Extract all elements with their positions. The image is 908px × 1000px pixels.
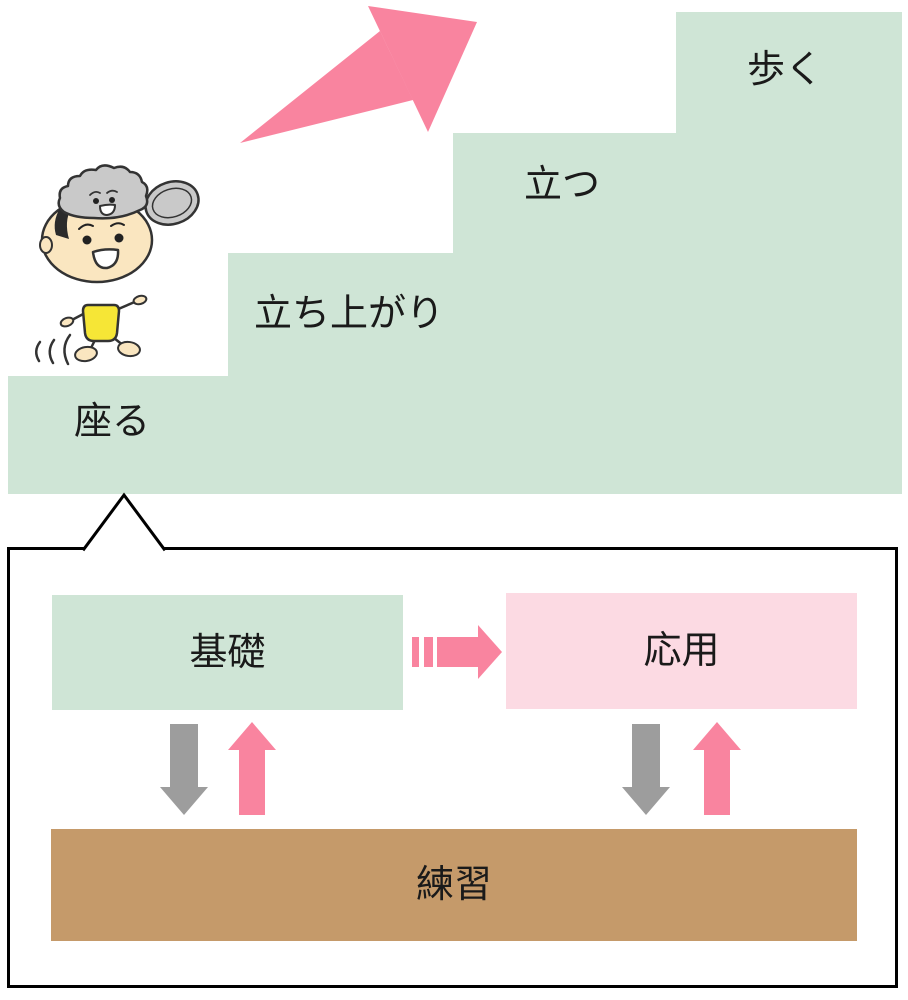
up-arrow-icon-left [228, 722, 276, 815]
toddler-character-icon [35, 164, 200, 366]
applied-box-label: 応用 [643, 630, 720, 672]
ear [39, 236, 53, 254]
eye [82, 235, 92, 245]
hand [132, 294, 148, 306]
growth-arrow-icon [240, 6, 477, 143]
staircase [8, 12, 902, 494]
down-arrow-icon-right [622, 724, 670, 815]
staircase-steps-shape [8, 12, 902, 494]
hat-loop [144, 180, 200, 226]
step-label-walk: 歩く [746, 49, 824, 91]
callout-notch [81, 492, 167, 552]
basic-box-label: 基礎 [189, 631, 266, 674]
mouth [91, 248, 120, 270]
step-label-stand: 立つ [523, 164, 601, 206]
down-arrow-icon-left [160, 724, 208, 815]
foot [117, 340, 141, 358]
shirt [81, 303, 121, 343]
up-arrow-icon-right [693, 722, 741, 815]
fast-forward-arrow-icon [412, 625, 502, 679]
practice-bar-label: 練習 [415, 864, 492, 906]
cloud-hat [57, 164, 149, 220]
hand [59, 316, 75, 328]
eye [114, 233, 124, 243]
step-label-sit: 座る [73, 401, 151, 443]
applied-box: 応用 [506, 593, 857, 709]
foot [74, 345, 98, 363]
motion-lines [35, 333, 72, 366]
basic-box: 基礎 [52, 595, 403, 710]
step-label-stand-up: 立ち上がり [253, 293, 445, 335]
practice-bar: 練習 [51, 829, 857, 941]
